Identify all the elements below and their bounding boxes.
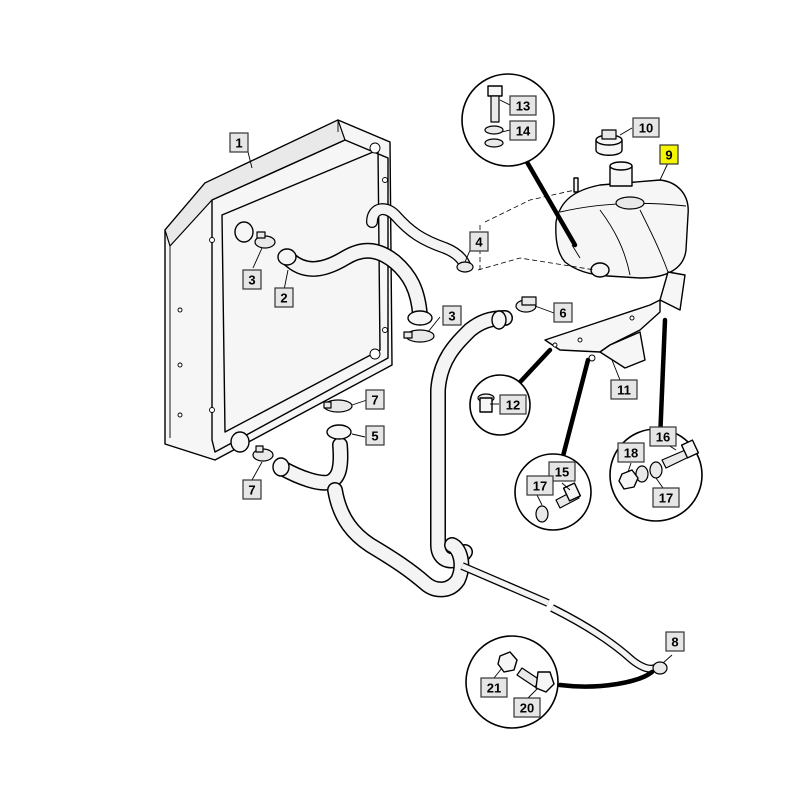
svg-text:16: 16	[656, 430, 670, 445]
svg-text:8: 8	[671, 635, 678, 650]
svg-text:21: 21	[487, 681, 501, 696]
assembly-guide-lines	[477, 189, 596, 271]
part-tag-7-lower[interactable]: 7	[242, 479, 262, 500]
svg-text:6: 6	[559, 306, 566, 321]
hose-clamp-upper-left[interactable]	[254, 231, 276, 249]
svg-text:1: 1	[235, 136, 242, 151]
svg-text:7: 7	[248, 483, 255, 498]
part-tag-8[interactable]: 8	[665, 631, 685, 652]
svg-text:11: 11	[617, 383, 631, 398]
svg-text:4: 4	[475, 235, 483, 250]
svg-text:17: 17	[533, 479, 547, 494]
part-tag-15[interactable]: 15	[548, 461, 576, 482]
part-tag-11[interactable]: 11	[610, 379, 638, 400]
part-tag-3-right[interactable]: 3	[442, 305, 462, 326]
svg-text:5: 5	[371, 429, 378, 444]
svg-text:20: 20	[520, 701, 534, 716]
part-tag-1[interactable]: 1	[229, 132, 249, 153]
svg-text:14: 14	[516, 124, 531, 139]
svg-text:2: 2	[280, 291, 287, 306]
part-tag-17-left[interactable]: 17	[526, 475, 554, 496]
part-tag-14[interactable]: 14	[509, 120, 537, 141]
svg-text:3: 3	[448, 309, 455, 324]
svg-text:9: 9	[665, 148, 672, 163]
svg-text:15: 15	[555, 465, 569, 480]
detail-bolt-nut-20-21	[465, 635, 559, 729]
part-tag-2[interactable]: 2	[274, 287, 294, 308]
drain-pipe[interactable]	[460, 562, 668, 675]
svg-text:12: 12	[506, 398, 520, 413]
bypass-hose[interactable]	[366, 203, 471, 271]
part-tag-5[interactable]: 5	[365, 425, 385, 446]
filler-cap[interactable]	[595, 129, 623, 156]
detail-bolt-washer-13-14	[461, 73, 555, 167]
tag-leader-lines	[247, 99, 677, 699]
part-tag-18[interactable]: 18	[617, 442, 645, 463]
return-hose[interactable]	[430, 310, 513, 569]
hose-clamp-lower-top[interactable]	[323, 399, 353, 413]
part-tag-16[interactable]: 16	[649, 426, 677, 447]
part-tag-6[interactable]: 6	[553, 302, 573, 323]
hose-clamp-upper-right[interactable]	[403, 329, 435, 343]
hose-clamp-small[interactable]	[456, 261, 474, 273]
part-tag-4[interactable]: 4	[469, 231, 489, 252]
part-tag-12[interactable]: 12	[499, 394, 527, 415]
svg-text:3: 3	[248, 273, 255, 288]
part-tag-3-left[interactable]: 3	[242, 269, 262, 290]
part-tag-9-highlighted[interactable]: 9	[659, 144, 679, 165]
hose-clamp-tank[interactable]	[515, 296, 537, 313]
upper-hose[interactable]	[277, 242, 433, 326]
tank-bracket[interactable]	[544, 271, 686, 369]
svg-text:17: 17	[659, 491, 673, 506]
part-tag-21[interactable]: 21	[480, 677, 508, 698]
part-tag-10[interactable]: 10	[632, 117, 660, 138]
svg-text:10: 10	[639, 121, 653, 136]
expansion-tank[interactable]	[555, 161, 689, 279]
part-tag-20[interactable]: 20	[513, 697, 541, 718]
svg-text:13: 13	[516, 99, 530, 114]
svg-text:18: 18	[624, 446, 638, 461]
part-tag-7-upper[interactable]: 7	[365, 389, 385, 410]
part-tag-13[interactable]: 13	[509, 95, 537, 116]
hose-clamp-lower-left[interactable]	[252, 445, 274, 462]
part-tag-17-right[interactable]: 17	[652, 487, 680, 508]
svg-text:7: 7	[371, 393, 378, 408]
